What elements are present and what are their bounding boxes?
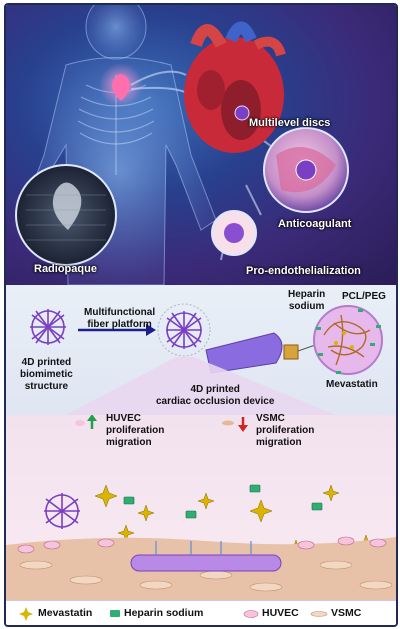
huvec-legend-icon <box>243 610 259 618</box>
figure-frame: Multilevel discs Anticoagulant Radiopaqu… <box>4 3 398 627</box>
schematic-panel: 4D printed biomimetic structure Multifun… <box>6 285 396 415</box>
structure-label: 4D printed biomimetic structure <box>20 357 73 392</box>
legend-heparin-sodium: Heparin sodium <box>124 607 204 619</box>
legend-huvec: HUVEC <box>262 607 299 619</box>
multilevel-discs-label: Multilevel discs <box>249 117 331 129</box>
fiber-tube <box>205 332 283 374</box>
platform-label: Multifunctional fiber platform <box>84 307 156 330</box>
legend-symbols <box>19 607 328 621</box>
mevastatin-label: Mevastatin <box>326 379 378 390</box>
legend: Mevastatin Heparin sodium HUVEC VSMC <box>6 600 396 625</box>
fiber-cross-section <box>313 305 383 375</box>
body-scene <box>15 5 349 286</box>
huvec-effect-label: HUVEC proliferation migration <box>106 413 165 448</box>
heparin-label: Heparin sodium <box>288 289 326 312</box>
vsmc-legend-icon <box>310 611 328 617</box>
heparin-legend-icon <box>110 610 120 617</box>
body-heart-icon <box>112 74 130 101</box>
radiopaque-label: Radiopaque <box>34 263 97 275</box>
pro-endothelialization-label: Pro-endothelialization <box>246 265 361 277</box>
zoom-callout <box>66 357 336 415</box>
vessel-graphics <box>6 414 396 600</box>
biomimetic-structure-icon <box>30 309 66 345</box>
implanted-device-icon <box>44 493 80 529</box>
schematic-graphics <box>30 303 383 415</box>
mevastatin-legend-icon <box>19 607 33 621</box>
legend-vsmc: VSMC <box>331 607 362 619</box>
vsmc-effect-label: VSMC proliferation migration <box>256 413 315 448</box>
device-label: 4D printed cardiac occlusion device <box>156 384 275 407</box>
device-membrane <box>130 554 282 572</box>
anticoagulant-label: Anticoagulant <box>278 218 352 230</box>
pcl-peg-label: PCL/PEG <box>342 291 386 302</box>
fiber-crosssection-icon <box>283 344 299 360</box>
vessel-scene: HUVEC proliferation migration VSMC proli… <box>6 413 396 625</box>
legend-mevastatin: Mevastatin <box>38 607 93 619</box>
human-body-illustration: Multilevel discs Anticoagulant Radiopaqu… <box>6 5 396 286</box>
cardiac-occlusion-device-icon <box>166 311 202 349</box>
anatomical-heart <box>184 21 286 153</box>
